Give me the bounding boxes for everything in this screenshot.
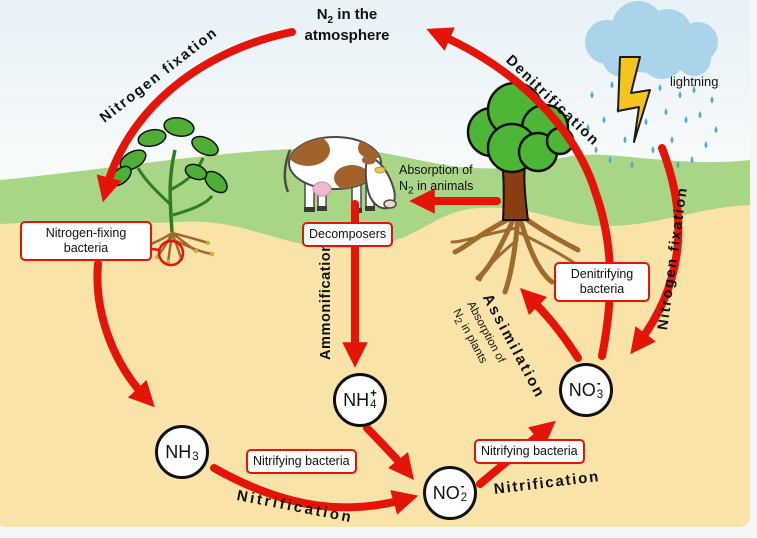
nitrogen-cycle-diagram: N2 in the atmosphere Nitrogen fixation D… <box>0 0 750 527</box>
box-denitrifying-bacteria: Denitrifying bacteria <box>554 262 650 302</box>
node-no3: NO-3 <box>559 363 613 417</box>
lightning-icon <box>617 56 651 143</box>
arrow-lightning-to-no3 <box>630 144 683 355</box>
cloud-icon <box>585 1 718 79</box>
label-ammonification: Ammonification <box>318 242 334 360</box>
box-nitrifying-bacteria-left: Nitrifying bacteria <box>246 449 357 474</box>
label-lightning: lightning <box>670 74 719 89</box>
label-absorption-in-animals: Absorption of N2 in animals <box>399 163 474 197</box>
arrow-no3-to-plants <box>519 287 582 362</box>
cow-illustration <box>283 136 397 213</box>
arrow-n2-to-fixing-bacteria <box>96 28 296 203</box>
node-nh4: NH+4 <box>333 373 387 427</box>
box-decomposers: Decomposers <box>302 222 394 247</box>
absorption-animals-line2: N2 in animals <box>399 179 474 197</box>
arrow-bacteria-to-nh3 <box>93 260 155 408</box>
atmosphere-title: N2 in the atmosphere <box>304 6 390 44</box>
node-no2: NO-2 <box>423 466 477 520</box>
plant-illustration <box>110 117 228 265</box>
arrow-nh4-to-no2 <box>363 424 414 480</box>
arrow-nh3-to-no2 <box>210 464 419 515</box>
box-nitrogen-fixing-bacteria: Nitrogen-fixing bacteria <box>20 221 152 261</box>
box-nitrifying-bacteria-right: Nitrifying bacteria <box>474 439 585 464</box>
n2-symbol: N2 in the <box>316 6 378 26</box>
